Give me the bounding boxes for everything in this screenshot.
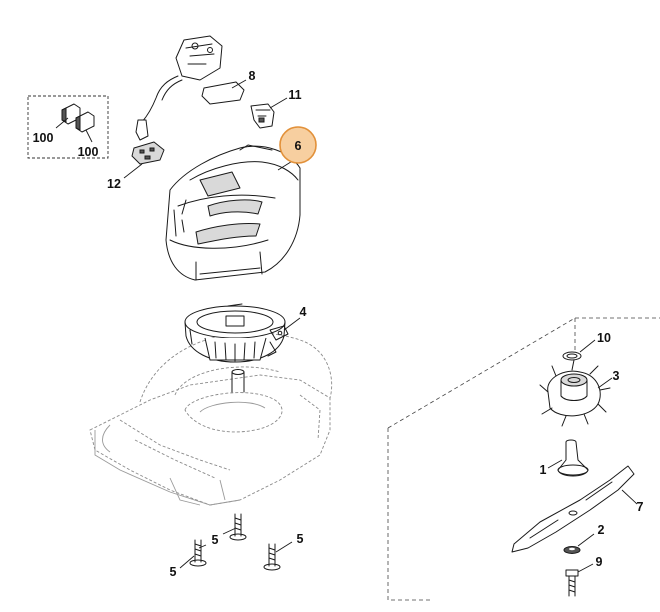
callout-100-b: 100 [78,145,99,159]
callout-11: 11 [288,88,301,102]
callout-labels: 6 8 11 100 100 12 4 10 3 1 7 2 9 5 5 5 5 [33,69,644,579]
callout-2: 2 [598,523,605,537]
part-control-unit [135,35,223,141]
callout-100-a: 100 [33,131,54,145]
callout-5-b: 5 [212,533,219,547]
callout-3: 3 [613,369,620,383]
callout-12: 12 [107,177,121,191]
part-blade-adapter [557,439,589,477]
connector-b [75,111,95,133]
part-screw-a [189,539,207,567]
callout-5-d: 5 [297,532,304,546]
part-pad [201,81,245,105]
part-blade [511,465,635,553]
highlight-circle [279,126,317,164]
leader-lines [55,79,638,573]
part-screw-c [263,543,281,571]
part-ring-washer [562,351,582,361]
callout-1: 1 [540,463,547,477]
part-motor-housing [184,303,289,363]
part-screw-b [229,513,247,541]
part-washer [563,546,581,554]
part-clip [250,103,275,129]
callout-10: 10 [597,331,611,345]
mower-deck-ghost [89,332,333,506]
callout-6: 6 [295,139,302,153]
part-connectors-box [27,95,109,159]
assembly-boundary-lines [387,317,660,601]
callout-8: 8 [249,69,256,83]
callout-9: 9 [596,555,603,569]
callout-7: 7 [637,500,644,514]
part-bolt [565,569,579,597]
callout-4: 4 [300,305,307,319]
part-circuit-board [131,141,165,165]
callout-5-a: 5 [170,565,177,579]
part-housing-cover [165,144,301,281]
part-fan [539,359,611,427]
